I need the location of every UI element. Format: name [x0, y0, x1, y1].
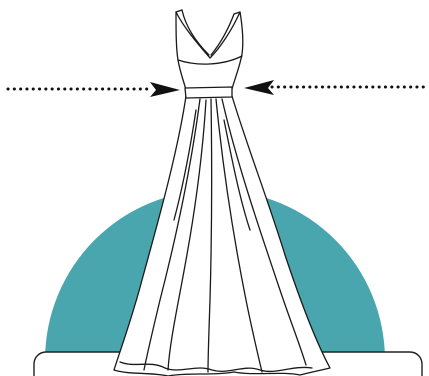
- gown-outline: [114, 10, 330, 376]
- gown-waistband: [185, 87, 232, 98]
- arrow-left-icon: [244, 80, 274, 95]
- arrow-right-icon: [150, 82, 180, 97]
